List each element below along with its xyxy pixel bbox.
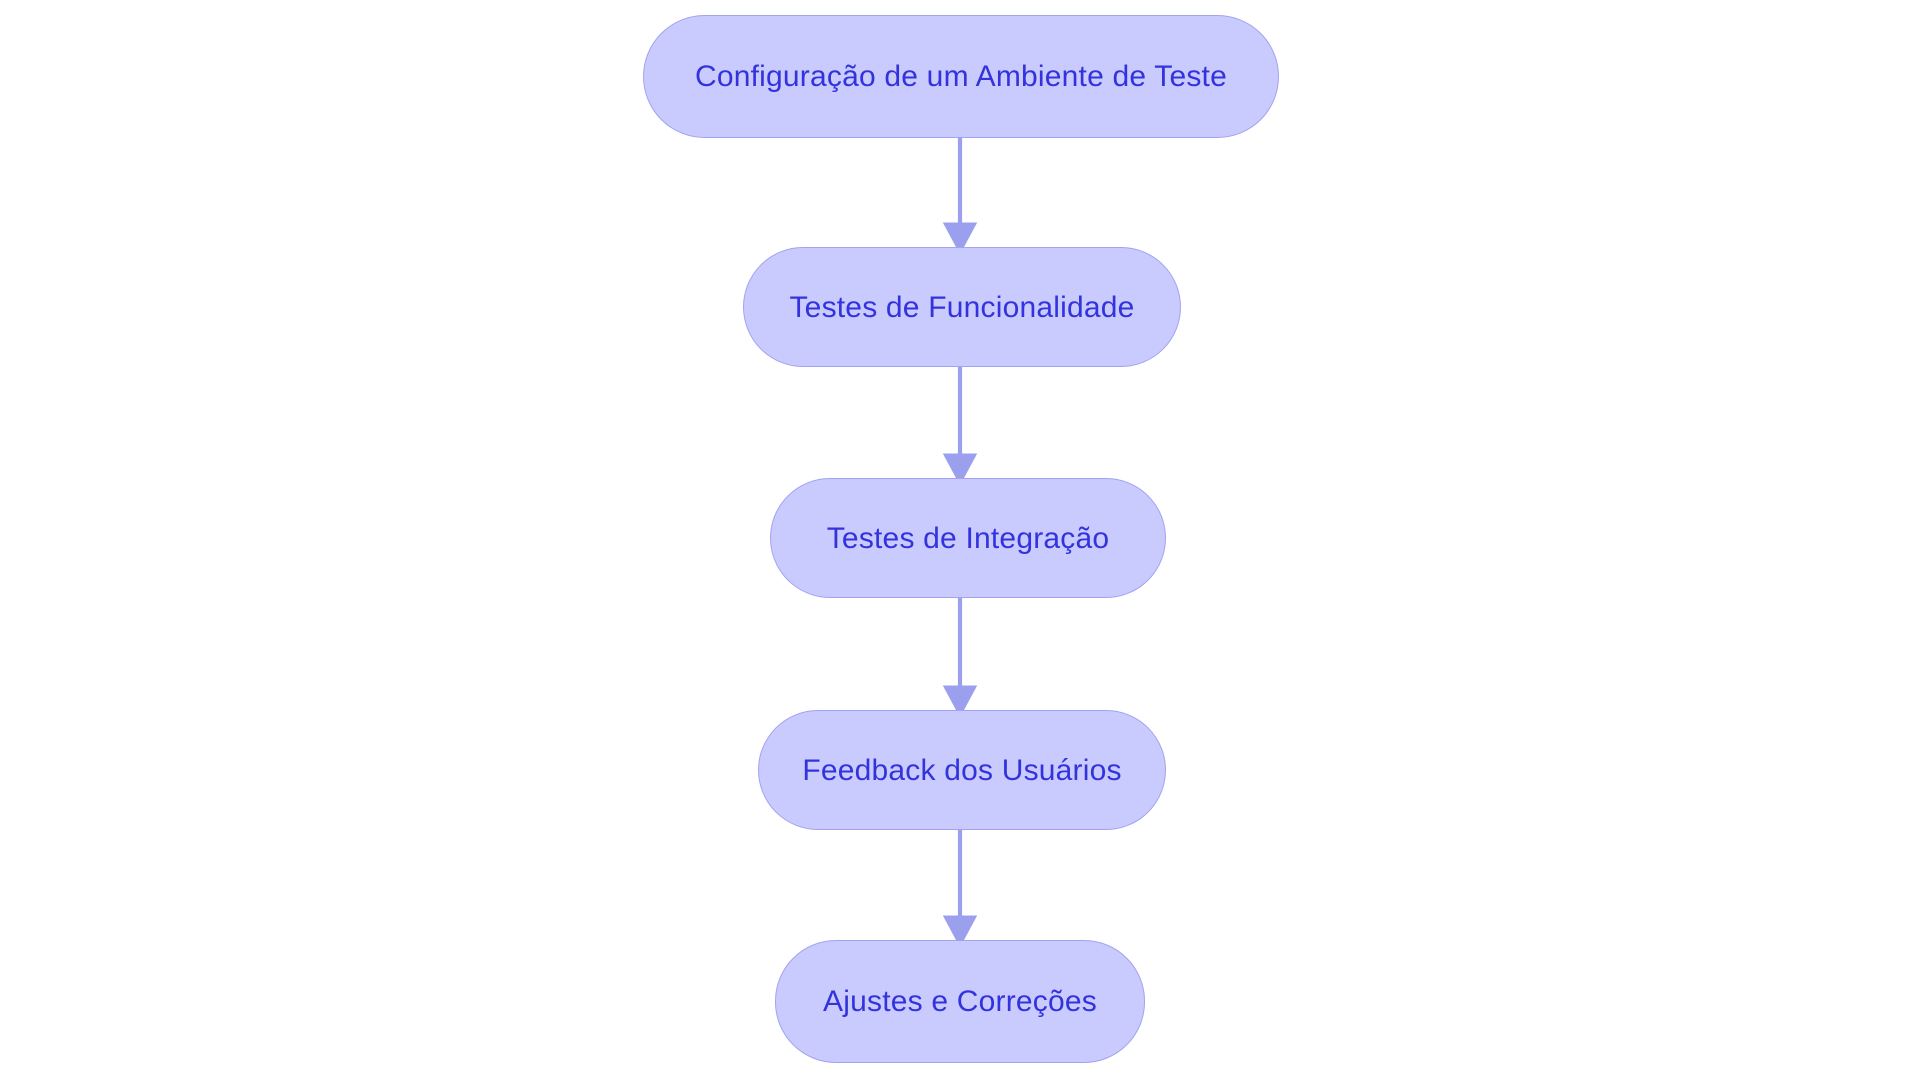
flow-node-configuracao-ambiente-teste[interactable]: Configuração de um Ambiente de Teste — [643, 15, 1279, 138]
flow-node-testes-integracao[interactable]: Testes de Integração — [770, 478, 1166, 598]
flow-node-label: Ajustes e Correções — [823, 985, 1097, 1018]
flow-node-label: Configuração de um Ambiente de Teste — [695, 60, 1227, 93]
flow-node-label: Feedback dos Usuários — [802, 753, 1122, 787]
flow-node-testes-funcionalidade[interactable]: Testes de Funcionalidade — [743, 247, 1181, 367]
flow-node-label: Testes de Integração — [826, 521, 1110, 555]
flow-node-feedback-usuarios[interactable]: Feedback dos Usuários — [758, 710, 1166, 830]
flow-node-label: Testes de Funcionalidade — [789, 290, 1135, 324]
flow-node-ajustes-correcoes[interactable]: Ajustes e Correções — [775, 940, 1145, 1063]
